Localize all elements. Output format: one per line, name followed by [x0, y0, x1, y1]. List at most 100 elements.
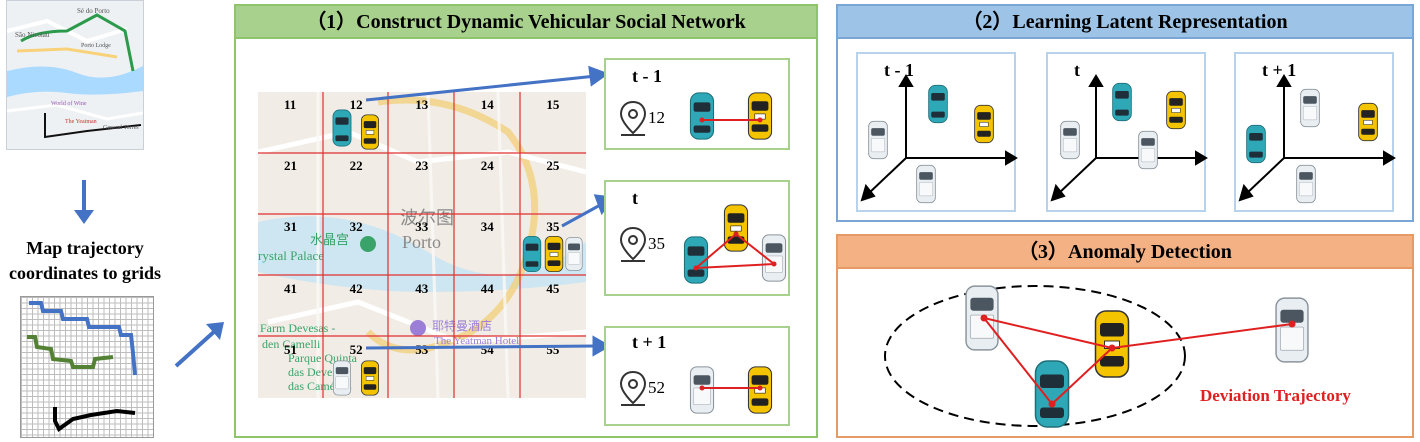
taxi-icon: [1358, 102, 1378, 142]
grid-cell-number: 34: [480, 219, 494, 235]
grid-cell-number: 22: [349, 158, 363, 174]
map-label: 耶特曼酒店: [432, 318, 492, 333]
teal-car-icon: [1246, 124, 1266, 164]
snapshot-box: t + 1 52: [604, 326, 790, 426]
taxi-icon: [1094, 310, 1130, 378]
snapshot-cell: 52: [648, 378, 665, 397]
map-label: Sé do Porto: [77, 7, 110, 15]
snapshot-cell: 12: [648, 108, 665, 127]
white-car-icon: [1138, 130, 1158, 170]
map-label: São Nicolau: [15, 31, 50, 39]
grid-trajectories: [27, 301, 137, 432]
snapshot-cell: 35: [648, 234, 665, 253]
white-car-icon: [1275, 297, 1309, 363]
grid-cell-number: 15: [546, 97, 560, 112]
teal-car-icon: [689, 92, 715, 140]
panel-latent-representation: （2）Learning Latent Representation: [836, 4, 1414, 222]
map-label: 波尔图: [400, 208, 454, 228]
grid-cell-number: 45: [546, 280, 560, 296]
snapshot-time: t + 1: [632, 332, 667, 352]
panel-title: （2）Learning Latent Representation: [838, 6, 1412, 39]
teal-car-icon: [332, 109, 352, 147]
caption-line: Map trajectory: [26, 238, 144, 258]
taxi-icon: [1166, 90, 1186, 130]
latent-axes-scene: [1238, 74, 1396, 204]
panel-title: （1）Construct Dynamic Vehicular Social Ne…: [236, 6, 816, 39]
frame-time: t: [1074, 60, 1080, 80]
teal-car-icon: [928, 84, 948, 124]
snapshot-time: t - 1: [632, 66, 662, 86]
snapshot-graph: [683, 204, 787, 284]
grid-cell-number: 44: [480, 280, 494, 296]
relation-edges: [983, 317, 1293, 405]
map-label: Porto: [402, 232, 441, 252]
latent-axes-scene: [1050, 74, 1208, 202]
map-label: rystal Palace: [258, 248, 324, 263]
map-label: das Devesas: [288, 365, 347, 379]
grid-cell-number: 32: [349, 219, 363, 235]
snapshot-box: t 35: [604, 180, 790, 296]
latent-frame: t - 1: [856, 52, 1018, 212]
normal-cluster-ellipse: [884, 285, 1186, 427]
map-label: The Yeatman Hotel: [434, 335, 519, 347]
white-car-icon: [1300, 88, 1320, 128]
latent-frame: t: [1046, 52, 1208, 212]
caption-line: coordinates to grids: [9, 263, 161, 283]
latent-frame: t + 1: [1234, 52, 1396, 212]
taxi-icon: [361, 360, 379, 396]
map-to-grid-caption: Map trajectory coordinates to grids: [0, 236, 170, 286]
panel-title: （3）Anomaly Detection: [838, 236, 1412, 269]
grid-cell-number: 24: [480, 158, 494, 174]
white-car-icon: [1296, 164, 1316, 204]
frame-time: t + 1: [1262, 60, 1297, 80]
taxi-icon: [747, 92, 773, 140]
snapshot-time: t: [632, 188, 638, 208]
map-label: General Torres: [103, 125, 139, 131]
grid-cell-number: 33: [415, 219, 429, 235]
snapshot-graph: [689, 92, 773, 140]
arrow-down-icon: [74, 180, 94, 224]
grid-cell-number: 25: [546, 158, 560, 174]
taxi-icon: [974, 104, 994, 144]
grid-cell-number: 11: [284, 97, 297, 112]
map-label: Porto Lodge: [81, 43, 111, 49]
grid-cell-number: 41: [284, 280, 297, 296]
map-pin-icon: [619, 226, 647, 262]
map-pin-icon: [619, 100, 647, 136]
snapshot-box: t - 1 12: [604, 58, 790, 150]
white-car-icon: [868, 120, 888, 160]
map-label: 水晶宫: [310, 232, 349, 247]
teal-car-icon: [1112, 82, 1132, 122]
anomaly-scene: [884, 285, 1309, 428]
grid-cell-number: 35: [546, 219, 560, 235]
map-label: Farm Devesas -: [260, 321, 335, 335]
grid-cell-number: 31: [284, 219, 297, 235]
grid-cell-number: 12: [349, 97, 363, 112]
grid-cell-number: 13: [415, 97, 429, 112]
map-pin-icon: [619, 370, 647, 406]
white-car-icon: [916, 164, 936, 204]
grid-cell-number: 23: [415, 158, 429, 174]
snapshot-graph: [689, 366, 773, 414]
taxi-icon: [723, 204, 749, 252]
map-label: World of Wine: [51, 100, 87, 107]
deviation-trajectory-label: Deviation Trajectory: [1200, 386, 1351, 405]
white-car-icon: [333, 360, 351, 396]
map-label: den Camelli: [262, 337, 321, 351]
grid-cell-number: 53: [415, 341, 429, 357]
latent-axes-scene: [860, 74, 1018, 204]
source-map-thumbnail: Sé do Porto São Nicolau Porto Lodge Worl…: [6, 0, 144, 150]
grid-cell-number: 51: [284, 341, 297, 357]
grid-cell-number: 42: [349, 280, 363, 296]
grid-cell-number: 52: [349, 341, 363, 357]
source-map-drawing: Sé do Porto São Nicolau Porto Lodge Worl…: [7, 1, 143, 149]
white-car-icon: [1060, 120, 1080, 160]
grid-cell-number: 21: [284, 158, 297, 174]
panel-construct-network: （1）Construct Dynamic Vehicular Social Ne…: [234, 4, 818, 438]
grid-cell-number: 14: [480, 97, 494, 112]
arrow-diagonal-icon: [174, 322, 224, 368]
trajectory-grid-thumbnail: [20, 296, 154, 438]
panel-anomaly-detection: （3）Anomaly Detection: [836, 234, 1414, 438]
grid-cell-number: 43: [415, 280, 429, 296]
map-label: The Yeatman: [65, 119, 97, 125]
